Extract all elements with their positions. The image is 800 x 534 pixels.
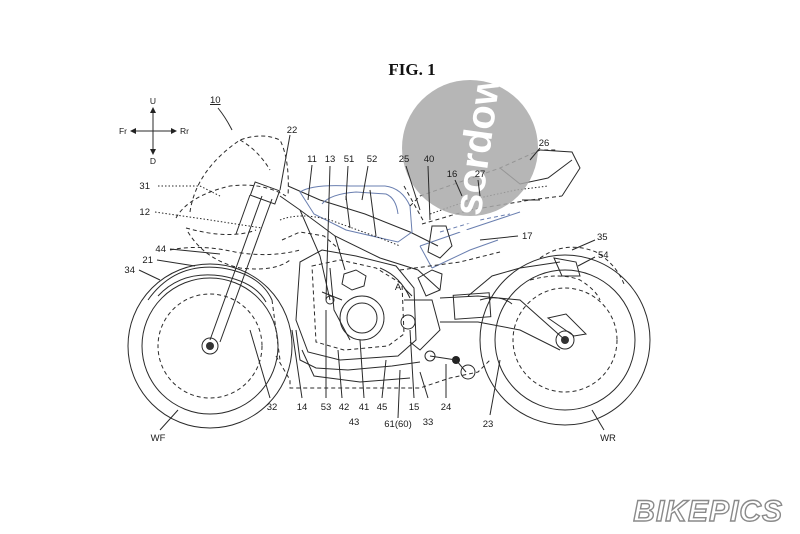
- label-25: 25: [399, 154, 410, 165]
- front-wheel: [127, 263, 293, 429]
- label-23: 23: [483, 419, 494, 430]
- label-52: 52: [367, 154, 378, 165]
- brand-logo: BIKEPICS: [633, 495, 783, 528]
- direction-down-label: D: [150, 156, 156, 166]
- main-frame: [279, 185, 441, 301]
- label-33: 33: [423, 417, 434, 428]
- label-44: 44: [155, 244, 166, 255]
- engine-block: [295, 249, 417, 361]
- exhaust-system: [271, 299, 491, 389]
- label-16: 16: [447, 169, 458, 180]
- fuel-tank: [299, 185, 413, 243]
- label-31: 31: [139, 181, 150, 192]
- label-15: 15: [409, 402, 420, 413]
- vehicle-ref-label: 10: [210, 95, 221, 106]
- front-fairing: [169, 135, 301, 270]
- label-41: 41: [359, 402, 370, 413]
- label-14: 14: [297, 402, 308, 413]
- label-40: 40: [424, 154, 435, 165]
- direction-rear-label: Rr: [180, 126, 189, 136]
- label-27: 27: [475, 169, 486, 180]
- label-17: 17: [522, 231, 533, 242]
- front-fork: [209, 181, 281, 343]
- figure-title: FIG. 1: [388, 60, 435, 79]
- label-22: 22: [287, 125, 298, 136]
- label-32: 32: [267, 402, 278, 413]
- label-24: 24: [441, 402, 452, 413]
- reference-labels: 22 11 13 51 52 25 40 26 16 27 31 12 17 3…: [124, 125, 616, 444]
- label-61-60: 61(60): [384, 419, 411, 430]
- label-WR: WR: [600, 433, 616, 444]
- label-35: 35: [597, 232, 608, 243]
- direction-up-label: U: [150, 96, 156, 106]
- label-26: 26: [539, 138, 550, 149]
- rear-subframe: [419, 211, 521, 269]
- rear-suspension: [400, 269, 476, 380]
- label-12: 12: [139, 207, 150, 218]
- direction-front-label: Fr: [119, 126, 127, 136]
- label-45: 45: [377, 402, 388, 413]
- rear-fender: [529, 246, 625, 301]
- label-WF: WF: [151, 433, 166, 444]
- swingarm: [439, 261, 588, 351]
- label-11: 11: [307, 154, 317, 165]
- vehicle-ref-leader: [217, 107, 233, 131]
- label-43: 43: [349, 417, 360, 428]
- label-53: 53: [321, 402, 332, 413]
- front-fender: [147, 266, 273, 301]
- leader-lines: [138, 134, 605, 431]
- label-21: 21: [142, 255, 153, 266]
- label-54: 54: [598, 250, 609, 261]
- label-34: 34: [124, 265, 135, 276]
- label-A: A: [395, 282, 402, 293]
- label-42: 42: [339, 402, 350, 413]
- label-13: 13: [325, 154, 336, 165]
- direction-compass: U D Fr Rr: [119, 96, 189, 166]
- label-51: 51: [344, 154, 355, 165]
